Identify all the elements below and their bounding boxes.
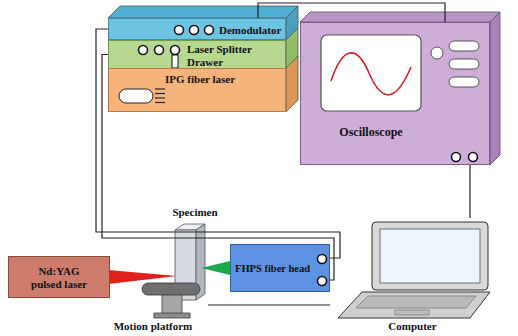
node-label: FHPS fiber head	[235, 263, 310, 275]
node-label: Specimen	[172, 206, 217, 219]
motion-platform-area: Motion platform	[100, 280, 208, 334]
scope-trace	[331, 53, 411, 95]
scope-knob	[431, 47, 443, 59]
text-holder: Demodulator	[219, 24, 285, 37]
scope-button	[449, 77, 479, 87]
fiber-head-box: FHPS fiber head	[230, 244, 330, 292]
platform-base	[154, 313, 190, 318]
cooling-fin	[155, 97, 165, 98]
node-label: Motion platform	[114, 320, 193, 333]
node-shape	[301, 23, 491, 166]
text-holder: Specimen	[160, 206, 230, 219]
scope-side-face	[490, 12, 500, 165]
laptop-keyboard	[356, 296, 476, 308]
port-socket	[171, 46, 180, 55]
fiber-laser-band: IPG fiber laser	[108, 68, 286, 112]
specimen-label-area: Specimen	[160, 204, 232, 302]
cooling-fin	[155, 88, 165, 89]
text-holder: Computer	[330, 320, 495, 333]
node-label: Nd:YAG pulsed laser	[24, 265, 94, 291]
text-holder: Laser Splitter Drawer	[187, 43, 271, 69]
cooling-fin	[155, 102, 165, 103]
text-holder: Nd:YAG pulsed laser	[24, 265, 94, 291]
pulsed-laser-box: Nd:YAG pulsed laser	[8, 256, 110, 298]
scope-screen	[321, 35, 421, 111]
scope-button	[449, 59, 479, 69]
laptop-touchpad	[395, 310, 429, 315]
node-label: Oscilloscope	[339, 125, 402, 139]
fiber-connector	[172, 55, 178, 68]
text-holder: Motion platform	[100, 320, 206, 333]
port-socket	[139, 46, 148, 55]
text-holder: Oscilloscope	[319, 125, 423, 139]
node-label: Laser Splitter Drawer	[187, 43, 271, 69]
port-socket	[205, 26, 214, 35]
port-socket	[190, 26, 199, 35]
scope-button	[449, 41, 479, 51]
box-faces	[108, 6, 500, 165]
port-socket	[318, 277, 327, 286]
demodulator-band: Demodulator	[108, 18, 286, 40]
node-label: Demodulator	[219, 24, 281, 37]
laptop-base	[338, 292, 490, 318]
stack-top-face	[108, 6, 298, 18]
node-label: Computer	[388, 320, 436, 333]
oscilloscope-box: Oscilloscope	[300, 22, 490, 165]
stack-side-face	[286, 56, 298, 112]
port-socket	[155, 46, 164, 55]
port-socket	[469, 153, 478, 162]
probe-laser-beam	[201, 261, 230, 275]
text-holder: FHPS fiber head	[235, 263, 311, 275]
signal-cable	[208, 304, 330, 305]
signal-cable	[469, 165, 470, 218]
pulsed-laser-beam	[108, 270, 177, 284]
port-socket	[175, 26, 184, 35]
signal-cable	[258, 3, 445, 22]
platform-stage	[142, 283, 200, 295]
computer-area: Computer	[330, 218, 497, 334]
port-socket	[452, 153, 461, 162]
laptop-screen	[380, 229, 480, 283]
splitter-band: Laser Splitter Drawer	[108, 40, 286, 69]
text-holder: IPG fiber laser	[165, 73, 275, 86]
laser-module	[119, 89, 153, 103]
node-label: IPG fiber laser	[165, 73, 235, 86]
scope-top-face	[300, 12, 500, 22]
port-socket	[318, 255, 327, 264]
laptop-lid	[372, 222, 488, 290]
cooling-fin	[155, 93, 165, 94]
